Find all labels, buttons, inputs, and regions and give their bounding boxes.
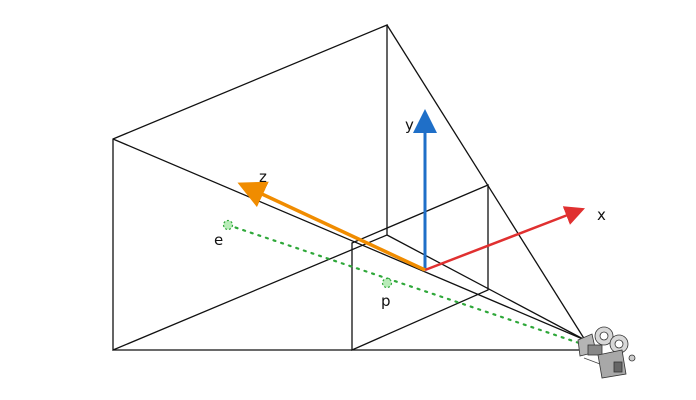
z-axis-arrow: [237, 181, 426, 272]
x-axis-arrow: [424, 206, 585, 272]
point-e-label: e: [214, 231, 223, 249]
x-axis-label: x: [597, 206, 606, 224]
axes: [237, 109, 585, 272]
movie-camera-icon: [577, 326, 636, 379]
point-p-label: p: [381, 292, 391, 310]
z-axis-label: z: [259, 168, 267, 186]
point-e-marker: [222, 219, 234, 231]
frustum-edge-top-left: [112, 138, 586, 341]
sight-line: [222, 219, 587, 347]
y-axis-label: y: [405, 116, 414, 134]
frustum: [112, 24, 586, 351]
frustum-edge-top-right: [386, 24, 586, 341]
near-plane: [351, 184, 489, 351]
frustum-edge-bottom-right: [386, 234, 586, 341]
dotted-ray: [226, 223, 587, 347]
point-p-marker: [381, 277, 393, 289]
